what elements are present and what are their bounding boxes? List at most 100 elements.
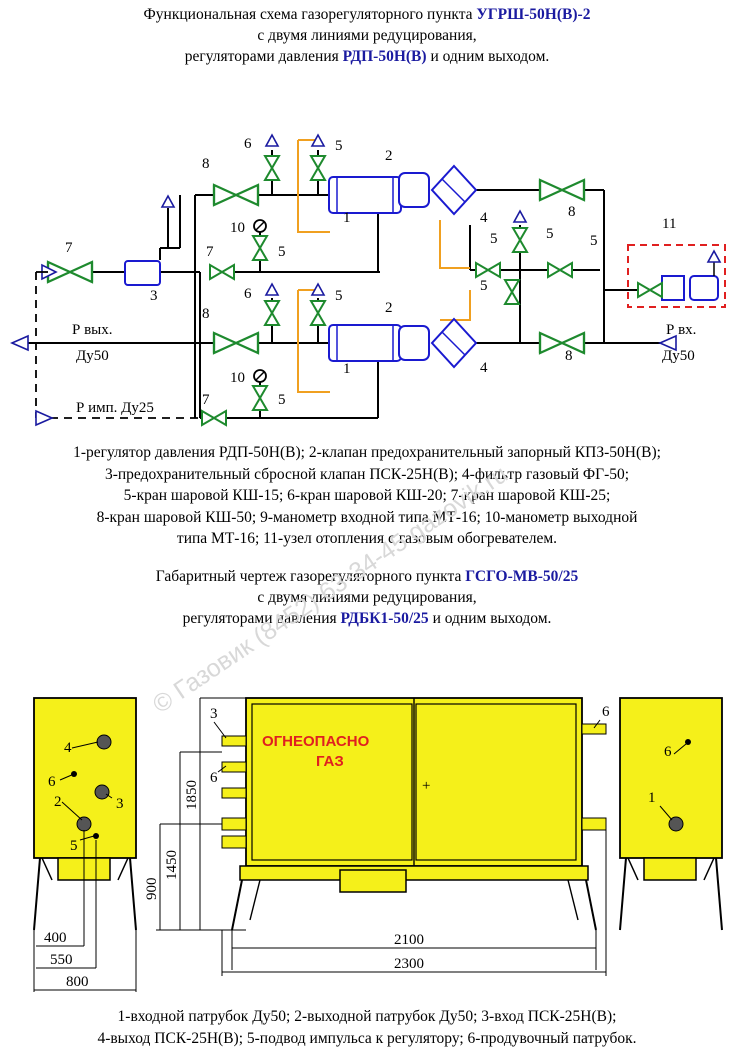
impulse-arrow-icon xyxy=(35,409,54,427)
left-label-5: 5 xyxy=(70,838,78,854)
kpz-2-upper xyxy=(398,172,430,208)
label-5: 5 xyxy=(590,233,598,249)
heater-box-b xyxy=(689,275,719,301)
valve-5-gauge-upper xyxy=(252,235,268,261)
label-4: 4 xyxy=(480,360,488,376)
front-label-6r: 6 xyxy=(602,704,610,720)
outlet-size: Ду50 xyxy=(76,348,109,364)
label-8: 8 xyxy=(568,204,576,220)
outlet-label: Р вых. xyxy=(72,322,113,338)
valve-5-heat-a xyxy=(475,262,501,278)
dim-1450: 1450 xyxy=(164,850,180,880)
label-8: 8 xyxy=(202,306,210,322)
label-5: 5 xyxy=(335,288,343,304)
filter-4-upper xyxy=(431,165,477,215)
impulse-label: Р имп. Ду25 xyxy=(76,400,154,416)
right-label-6: 6 xyxy=(664,744,672,760)
psk-3-box xyxy=(124,260,161,286)
dim-2300: 2300 xyxy=(394,956,424,972)
label-6: 6 xyxy=(244,286,252,302)
dim-400: 400 xyxy=(44,930,67,946)
outlet-arrow-icon xyxy=(10,334,29,352)
valve-7-pulse-upper xyxy=(209,264,235,280)
dimensional-drawing: 4 6 2 3 5 400 550 800 + ОГНЕОПАСНО ГАЗ xyxy=(33,460,723,992)
label-11: 11 xyxy=(662,216,676,232)
kpz-2-lower xyxy=(398,325,430,361)
functional-scheme: Р вых. Ду50 Р вх. Ду50 Р имп. Ду25 8 6 5… xyxy=(10,134,726,427)
pipe-network xyxy=(12,150,660,419)
left-label-2: 2 xyxy=(54,794,62,810)
gauge-10-lower xyxy=(253,369,267,383)
label-8: 8 xyxy=(565,348,573,364)
right-label-1: 1 xyxy=(648,790,656,806)
left-label-6: 6 xyxy=(48,774,56,790)
valve-5-upper xyxy=(310,155,326,181)
label-10: 10 xyxy=(230,370,245,386)
inlet-label: Р вх. xyxy=(666,322,696,338)
vent-icon-3 xyxy=(265,283,279,296)
warning-text-2: ГАЗ xyxy=(316,753,344,770)
dim-2100: 2100 xyxy=(394,932,424,948)
orange-bypass xyxy=(297,139,471,393)
dim-1850: 1850 xyxy=(184,780,200,810)
dim-900: 900 xyxy=(144,878,160,901)
side-view-left: 4 6 2 3 5 400 550 800 xyxy=(33,697,137,992)
label-10: 10 xyxy=(230,220,245,236)
valve-8-upper-out xyxy=(212,183,260,207)
svg-text:+: + xyxy=(422,778,430,794)
valve-8-lower-in xyxy=(538,331,586,355)
label-2: 2 xyxy=(385,148,393,164)
valve-5-center-lower xyxy=(504,279,520,305)
gauge-10-upper xyxy=(253,219,267,233)
heater-vent-icon xyxy=(707,250,721,263)
label-7: 7 xyxy=(65,240,73,256)
label-1: 1 xyxy=(343,210,351,226)
label-5: 5 xyxy=(335,138,343,154)
label-7: 7 xyxy=(206,244,214,260)
filter-4-lower xyxy=(431,318,477,368)
left-label-3: 3 xyxy=(116,796,124,812)
valve-5-lower xyxy=(310,300,326,326)
valve-5-gauge-lower xyxy=(252,385,268,411)
drawing-title: Габаритный чертеж газорегуляторного пунк… xyxy=(155,568,579,627)
vent-icon-psk xyxy=(161,195,175,208)
left-label-4: 4 xyxy=(64,740,72,756)
inlet-size: Ду50 xyxy=(662,348,695,364)
label-5: 5 xyxy=(546,226,554,242)
vent-icon-5 xyxy=(513,210,527,223)
valve-8-upper-in xyxy=(538,178,586,202)
label-5: 5 xyxy=(278,244,286,260)
label-5: 5 xyxy=(490,231,498,247)
label-5: 5 xyxy=(278,392,286,408)
inlet-arrow-icon xyxy=(658,334,677,352)
front-label-3: 3 xyxy=(210,706,218,722)
label-2: 2 xyxy=(385,300,393,316)
heater-box-a xyxy=(661,275,685,301)
side-view-right: 6 1 xyxy=(619,697,723,931)
regulator-1-upper xyxy=(328,176,402,214)
label-7: 7 xyxy=(202,392,210,408)
label-5: 5 xyxy=(480,278,488,294)
dim-550: 550 xyxy=(50,952,73,968)
front-view: + ОГНЕОПАСНО ГАЗ 3 6 6 xyxy=(144,697,610,976)
valve-7-pulse-lower xyxy=(201,410,227,426)
label-8: 8 xyxy=(202,156,210,172)
valve-heating xyxy=(637,282,663,298)
impulse-dashed-line xyxy=(35,272,200,419)
warning-text-1: ОГНЕОПАСНО xyxy=(262,733,370,750)
valve-5-heat-b xyxy=(547,262,573,278)
label-1: 1 xyxy=(343,361,351,377)
front-label-6: 6 xyxy=(210,770,218,786)
regulator-1-lower xyxy=(328,324,402,362)
dim-800: 800 xyxy=(66,974,89,990)
valve-6-lower xyxy=(264,300,280,326)
valve-6-upper xyxy=(264,155,280,181)
valve-8-lower-out xyxy=(212,331,260,355)
label-4: 4 xyxy=(480,210,488,226)
drawing-legend: 1-входной патрубок Ду50; 2-выходной патр… xyxy=(97,1008,637,1047)
vent-icon-1 xyxy=(265,134,279,147)
schema-title: Функциональная схема газорегуляторного п… xyxy=(143,6,591,65)
label-3: 3 xyxy=(150,288,158,304)
schema-legend: 1-регулятор давления РДП-50Н(В); 2-клапа… xyxy=(73,444,661,547)
valve-5-vent-center xyxy=(512,227,528,253)
